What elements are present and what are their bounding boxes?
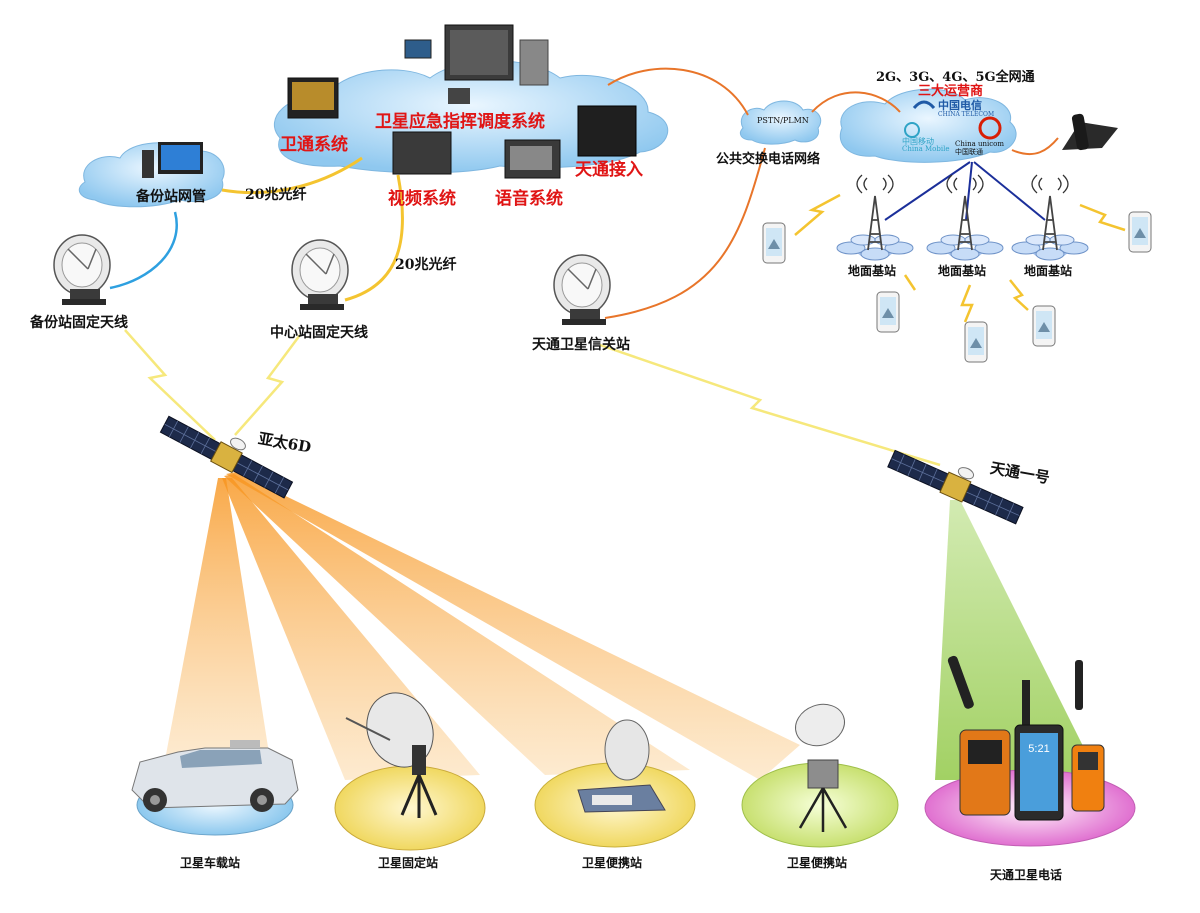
laptop-small <box>404 39 432 59</box>
telecom-logo <box>912 100 936 110</box>
mobile-en-label: China Mobile <box>902 145 950 153</box>
mobile-logo <box>904 122 920 138</box>
rf-bs-phone-bottom <box>960 284 974 323</box>
beam-portable-2 <box>226 472 800 780</box>
telecom-label: 中国电信 <box>938 99 982 112</box>
link-pstn-operators <box>811 91 901 113</box>
desk-phone <box>1062 113 1118 151</box>
base-station-label-3: 地面基站 <box>1024 264 1073 278</box>
tiantong-access-unit <box>577 105 637 157</box>
terminal-label-portable-1: 卫星便携站 <box>582 856 643 870</box>
command-system-title: 卫星应急指挥调度系统 <box>375 112 545 132</box>
monitor-small <box>448 88 470 104</box>
video-system-label: 视频系统 <box>388 189 456 209</box>
backup-cloud <box>78 142 225 208</box>
beam-vehicle <box>165 478 270 760</box>
rf-phone-bs <box>794 193 841 236</box>
gateway-antenna-dish <box>553 254 611 326</box>
portable-station-2 <box>795 703 848 832</box>
link-gateway-pstn <box>604 147 766 319</box>
link-bs-1 <box>884 161 971 221</box>
fiber-label-2: 20兆光纤 <box>395 257 457 273</box>
unicom-label: China unicom中国联通 <box>955 140 1005 156</box>
base-station-label-1: 地面基站 <box>848 264 897 278</box>
mobile-phone-2 <box>876 291 900 333</box>
tiantong-beam <box>935 500 1100 780</box>
link-backup-antenna <box>109 211 178 290</box>
base-station-2 <box>926 174 1004 261</box>
link-cloud-pstn <box>607 67 749 116</box>
fixed-station <box>345 692 438 818</box>
satellite-phones: 5:21 <box>947 655 1105 821</box>
rf-bs-phone-right <box>1079 203 1126 232</box>
beam-portable-1 <box>224 474 690 775</box>
gateway-label: 天通卫星信关站 <box>532 337 630 353</box>
rf-bs-phone-right2 <box>1009 279 1029 311</box>
rf-backup-apstar <box>124 329 216 441</box>
backup-antenna-label: 备份站固定天线 <box>30 315 128 331</box>
apstar-beams <box>165 472 800 780</box>
voice-system-label: 语音系统 <box>495 189 563 209</box>
rf-bs-phone-left <box>903 274 917 291</box>
pstn-cloud-text: PSTN/PLMN <box>757 116 809 125</box>
operators-network-label: 2G、3G、4G、5G全网通 <box>876 70 1035 85</box>
center-antenna-dish <box>291 239 349 311</box>
unicom-logo <box>978 116 1002 140</box>
backup-antenna-dish <box>53 234 111 306</box>
mobile-label: 中国移动 <box>902 137 934 146</box>
terminal-label-vehicle: 卫星车载站 <box>180 856 241 870</box>
phone-screen-time: 5:21 <box>1028 743 1049 755</box>
vehicle-station <box>131 740 299 812</box>
backup-nms-label: 备份站网管 <box>136 189 206 205</box>
mobile-phone-4 <box>1032 305 1056 347</box>
link-fiber-backup <box>221 156 363 195</box>
video-unit <box>392 131 452 175</box>
tiantong-access-label: 天通接入 <box>575 160 643 180</box>
operators-cloud <box>839 88 1017 163</box>
satcom-system-label: 卫通系统 <box>280 135 348 155</box>
command-cloud <box>274 24 669 179</box>
terminal-label-fixed: 卫星固定站 <box>378 856 439 870</box>
link-operators-phone <box>1011 137 1059 156</box>
terminal-label-phone: 天通卫星电话 <box>990 868 1063 882</box>
rf-gateway-tiantong <box>599 343 941 467</box>
pstn-label: 公共交换电话网络 <box>716 152 821 167</box>
link-bs-3 <box>973 161 1046 221</box>
operators-title: 三大运营商 <box>918 84 984 99</box>
terminal-label-portable-2: 卫星便携站 <box>787 856 848 870</box>
mobile-phone-5 <box>1128 211 1152 253</box>
disk-fixed <box>334 765 486 851</box>
fiber-label-1: 20兆光纤 <box>245 187 307 203</box>
pstn-cloud <box>739 100 822 145</box>
base-station-label-2: 地面基站 <box>938 264 987 278</box>
telecom-en-label: CHINA TELECOM <box>938 111 995 118</box>
base-station-3 <box>1011 174 1089 261</box>
link-fiber-center <box>344 174 404 302</box>
center-antenna-label: 中心站固定天线 <box>270 325 368 341</box>
server-tower <box>519 39 549 86</box>
portable-station-1 <box>577 719 666 813</box>
rf-center-apstar <box>234 334 302 436</box>
base-station-1 <box>836 174 914 261</box>
mobile-phone-1 <box>762 222 786 264</box>
mobile-phone-3 <box>964 321 988 363</box>
